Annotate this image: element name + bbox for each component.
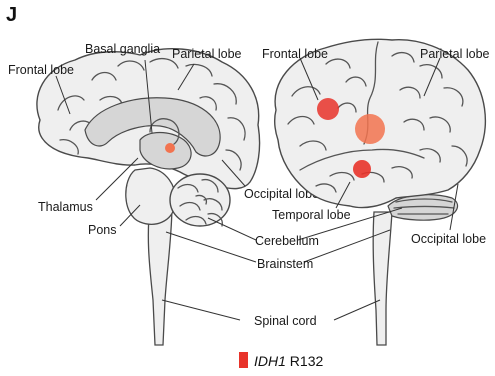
lateral-cerebellum <box>388 195 458 220</box>
legend-gene: IDH1 <box>254 353 286 369</box>
right-spinal-cord <box>373 212 392 345</box>
label-basal-ganglia: Basal ganglia <box>85 42 160 56</box>
sagittal-cerebellum <box>170 174 230 226</box>
label-temporal-lobe: Temporal lobe <box>272 208 351 222</box>
legend-swatch <box>239 352 248 368</box>
label-thalamus: Thalamus <box>38 200 93 214</box>
pons-shape <box>126 168 176 224</box>
legend-mutation: R132 <box>286 353 324 369</box>
label-brainstem: Brainstem <box>257 257 313 271</box>
marker-frontal-lobe <box>317 98 339 120</box>
label-right-frontal-lobe: Frontal lobe <box>262 47 328 61</box>
legend-label: IDH1 R132 <box>254 353 323 369</box>
label-pons: Pons <box>88 223 117 237</box>
label-right-parietal-lobe: Parietal lobe <box>420 47 490 61</box>
legend: IDH1 R132 <box>239 352 323 369</box>
left-spinal-cord <box>148 205 172 345</box>
label-left-parietal-lobe: Parietal lobe <box>172 47 242 61</box>
marker-temporal-lobe <box>353 160 371 178</box>
label-cerebellum: Cerebellum <box>255 234 319 248</box>
label-left-frontal-lobe: Frontal lobe <box>8 63 74 77</box>
marker-parietal-region <box>355 114 385 144</box>
marker-basal-ganglia <box>165 143 175 153</box>
panel-letter: J <box>6 4 17 26</box>
label-right-occipital-lobe: Occipital lobe <box>411 232 486 246</box>
label-spinal-cord: Spinal cord <box>254 314 317 328</box>
